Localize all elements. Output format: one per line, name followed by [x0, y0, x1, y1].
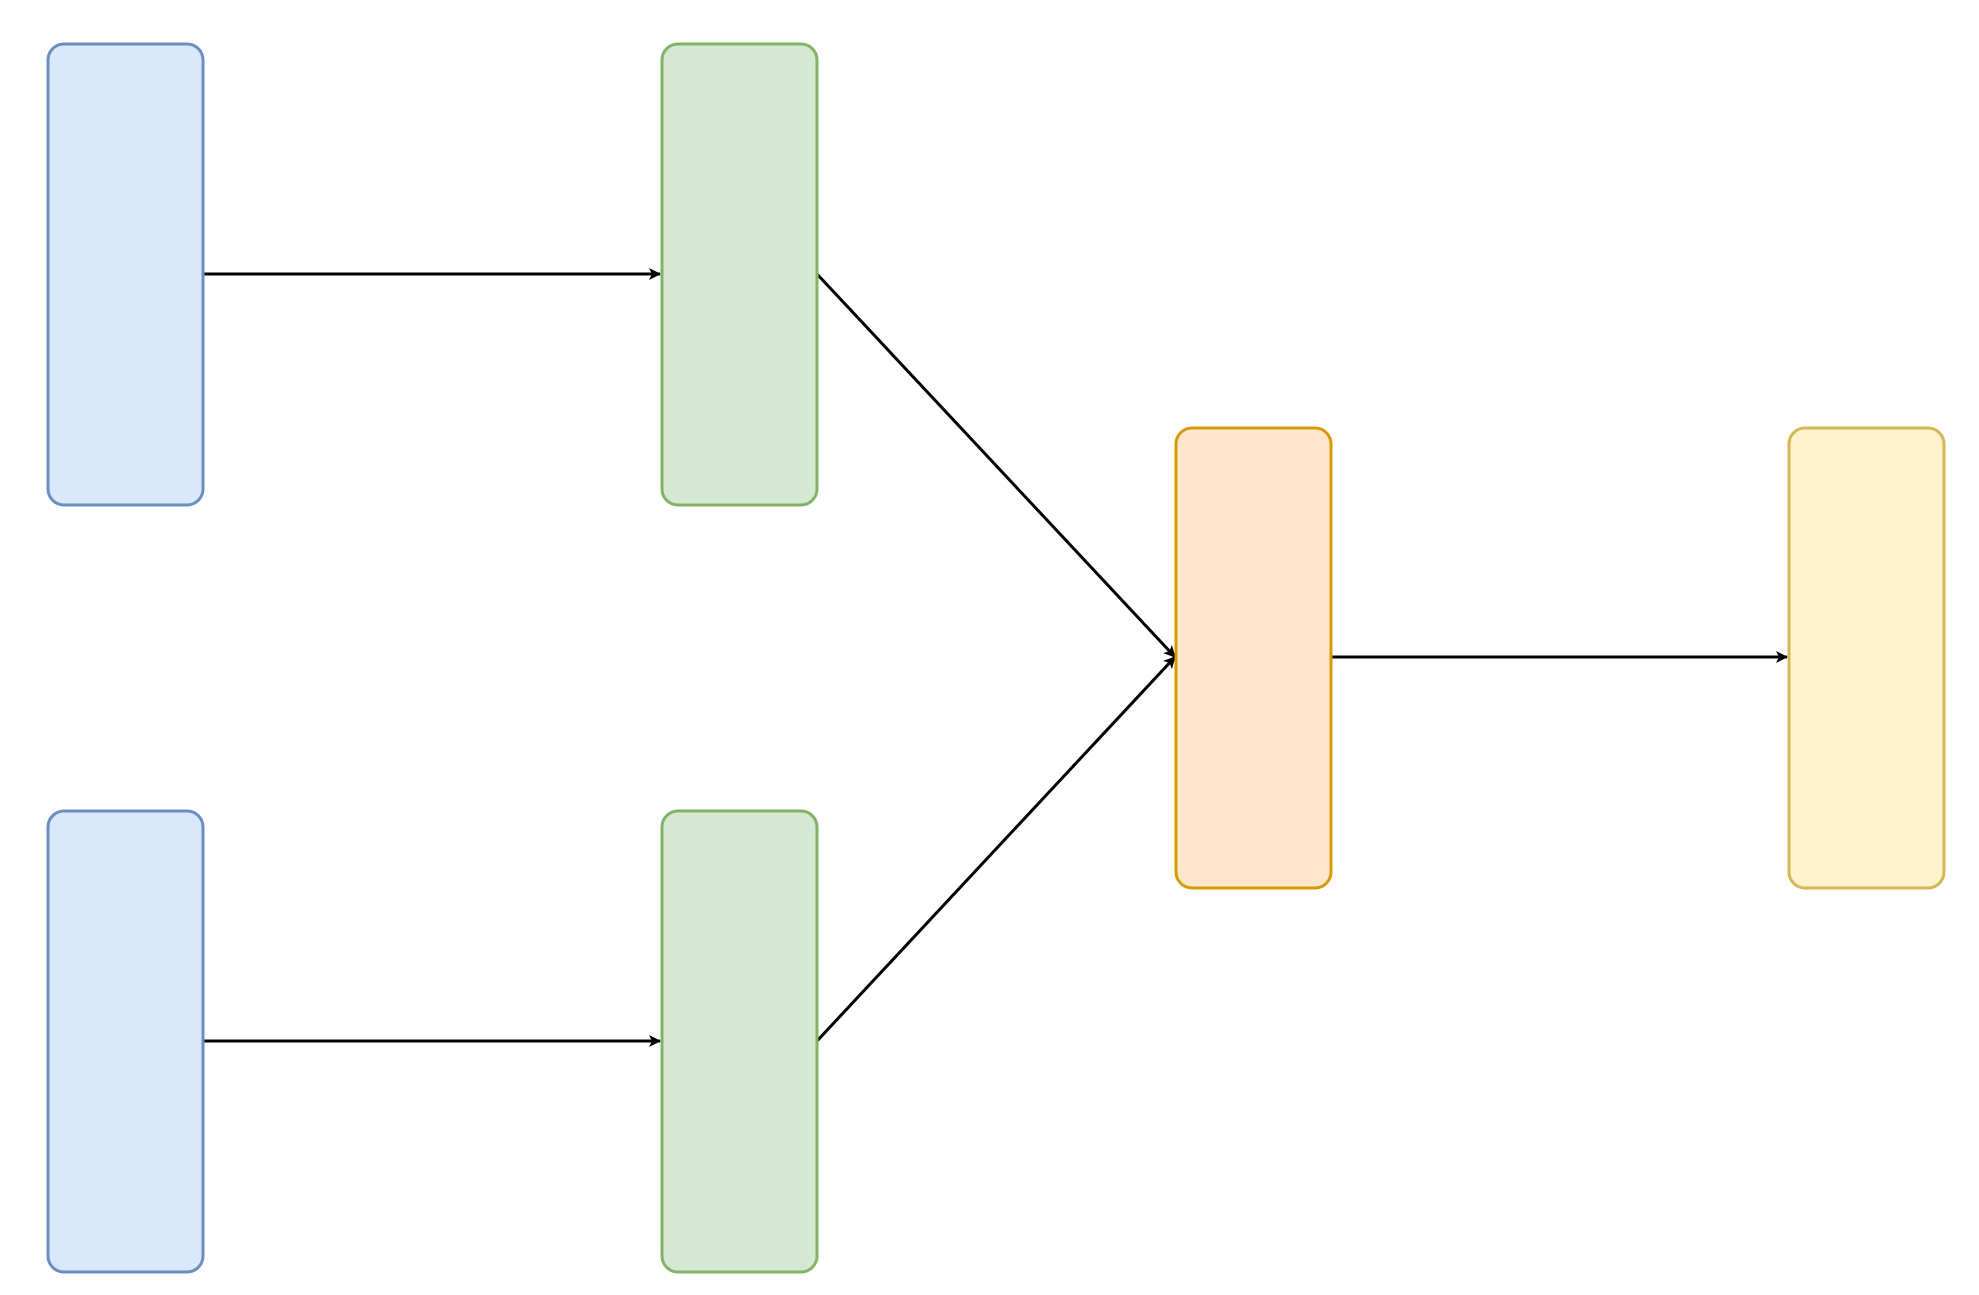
node-merge[interactable] [1174, 426, 1333, 890]
edge-process-2-to-merge [815, 655, 1177, 1043]
node-output[interactable] [1787, 426, 1946, 890]
node-input-1[interactable] [46, 42, 205, 507]
node-input-2[interactable] [46, 809, 205, 1274]
edge-process-1-to-merge [815, 272, 1177, 659]
node-process-1[interactable] [660, 42, 819, 507]
node-process-2[interactable] [660, 809, 819, 1274]
edges [203, 268, 1788, 1047]
nodes [46, 42, 1946, 1274]
